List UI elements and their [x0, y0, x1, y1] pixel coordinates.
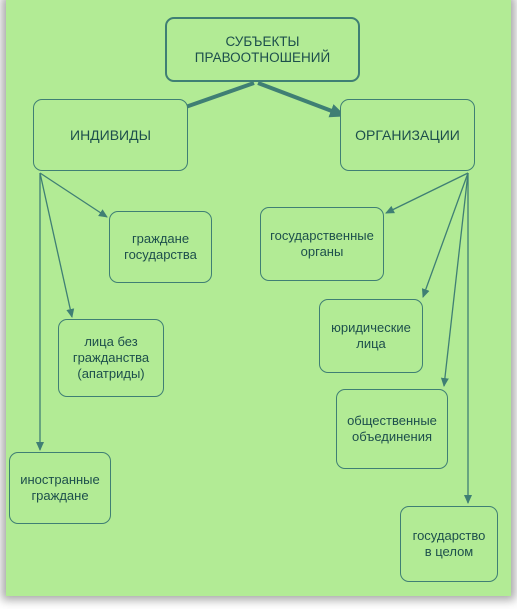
connector-individuals-stateless: [39, 172, 75, 318]
state-as-whole-node: государство в целом: [400, 506, 498, 582]
individuals-node: ИНДИВИДЫ: [33, 99, 188, 171]
connector-individuals-citizens: [39, 172, 108, 218]
connector-organizations-state-bodies: [385, 172, 469, 214]
state-bodies-node: государственные органы: [260, 207, 384, 281]
root-node: СУБЪЕКТЫ ПРАВООТНОШЕНИЙ: [165, 17, 360, 82]
legal-entities-node: юридические лица: [319, 299, 423, 373]
connector-root-organizations: [257, 81, 346, 118]
organizations-node: ОРГАНИЗАЦИИ: [340, 99, 475, 171]
citizens-node: граждане государства: [109, 211, 212, 283]
foreign-citizens-node: иностранные граждане: [9, 452, 111, 524]
stateless-persons-node: лица без гражданства (апатриды): [58, 319, 164, 397]
connector-organizations-legal-entities: [421, 172, 469, 298]
connector-organizations-public-associations: [440, 172, 469, 387]
public-associations-node: общественные объединения: [336, 389, 448, 469]
